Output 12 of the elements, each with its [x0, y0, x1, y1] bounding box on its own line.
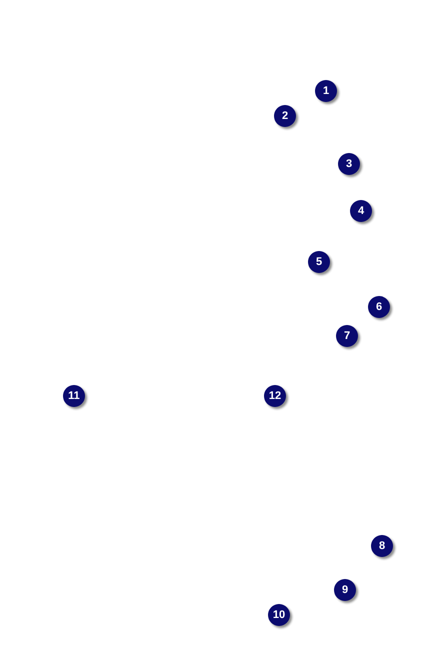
callout-number: 3: [338, 153, 360, 175]
callout-number: 6: [368, 296, 390, 318]
callout-number: 9: [334, 579, 356, 601]
callout-number: 4: [350, 200, 372, 222]
callout-number: 12: [264, 385, 286, 407]
callout-number: 1: [315, 80, 337, 102]
callout-number: 5: [308, 251, 330, 273]
callout-number: 7: [336, 325, 358, 347]
callout-number: 8: [371, 535, 393, 557]
callout-number: 2: [274, 105, 296, 127]
callout-number: 10: [268, 604, 290, 626]
callout-number: 11: [63, 385, 85, 407]
